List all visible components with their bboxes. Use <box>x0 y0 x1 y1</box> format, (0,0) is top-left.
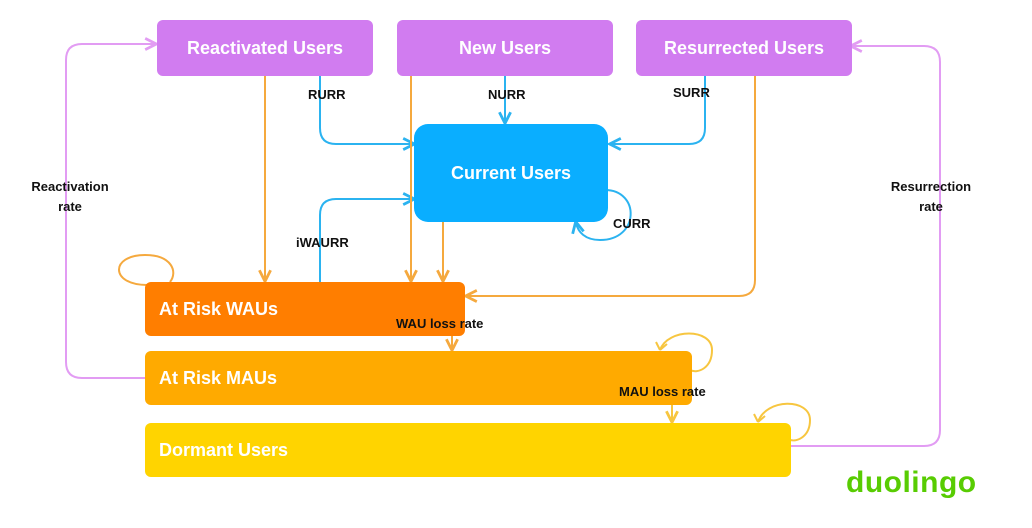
reactivation-rate-line2: rate <box>58 199 82 214</box>
wau-loss-rate-label: WAU loss rate <box>396 316 484 331</box>
reactivation-rate-line1: Reactivation <box>31 179 109 194</box>
dormant-loop <box>757 402 812 442</box>
reactivation-rate-label: Reactivation rate <box>20 177 120 217</box>
new-users-node: New Users <box>397 20 613 76</box>
at-risk-waus-label: At Risk WAUs <box>159 298 279 319</box>
resurrected-users-label: Resurrected Users <box>663 37 825 58</box>
curr-loop <box>576 189 632 242</box>
curr-label: CURR <box>613 216 651 231</box>
current-users-node: Current Users <box>414 124 608 222</box>
mau-loss-rate-label: MAU loss rate <box>619 384 706 399</box>
mau-loop <box>659 332 714 373</box>
reactivation-arrow <box>65 44 155 379</box>
rurr-label: RURR <box>308 87 346 102</box>
at-risk-waus-node: At Risk WAUs <box>145 282 465 336</box>
at-risk-maus-label: At Risk MAUs <box>159 367 278 388</box>
iwaurr-label: iWAURR <box>296 235 349 250</box>
surr-arrow <box>611 76 706 144</box>
resurrected-to-wau-arrow <box>467 76 756 296</box>
reactivated-users-node: Reactivated Users <box>157 20 373 76</box>
duolingo-logo: duolingo <box>846 466 977 499</box>
current-users-label: Current Users <box>450 162 572 183</box>
resurrected-users-node: Resurrected Users <box>636 20 852 76</box>
iwaurr-arrow <box>319 199 413 282</box>
surr-label: SURR <box>673 85 710 100</box>
dormant-users-label: Dormant Users <box>159 439 289 460</box>
dormant-users-node: Dormant Users <box>145 423 791 477</box>
new-users-label: New Users <box>458 37 552 58</box>
wau-loop <box>118 253 175 286</box>
resurrection-arrow <box>790 46 941 447</box>
resurrection-rate-label: Resurrection rate <box>881 177 981 217</box>
at-risk-maus-node: At Risk MAUs <box>145 351 692 405</box>
resurrection-rate-line2: rate <box>919 199 943 214</box>
rurr-arrow <box>319 76 413 144</box>
resurrection-rate-line1: Resurrection <box>890 179 972 194</box>
nurr-label: NURR <box>488 87 526 102</box>
reactivated-users-label: Reactivated Users <box>186 37 344 58</box>
